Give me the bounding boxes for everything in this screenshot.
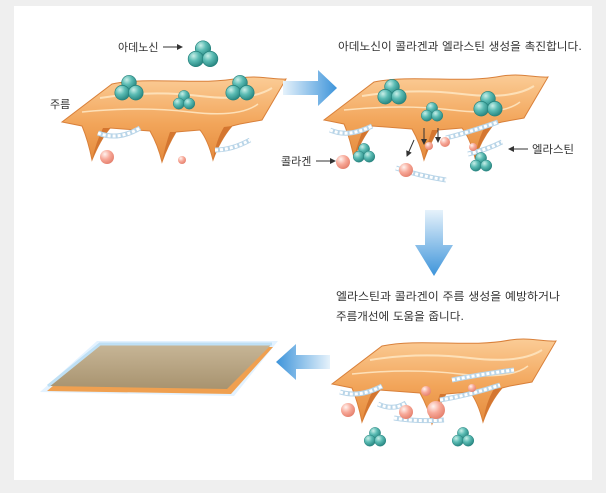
wrinkle-label: 주름 [50,98,70,111]
collagen-sphere [421,386,431,396]
collagen-sphere [100,150,114,164]
step2-caption-line1: 엘라스틴과 콜라겐이 주름 생성을 예방하거나 [336,289,560,303]
collagen-sphere [469,143,477,151]
collagen-sphere [440,137,450,147]
collagen-sphere [399,163,413,177]
collagen-sphere [178,156,186,164]
collagen-sphere [468,384,476,392]
step2-caption-line2: 주름개선에 도움을 줍니다. [336,310,464,323]
step1-caption: 아데노신이 콜라겐과 엘라스틴 생성을 촉진합니다. [338,40,582,53]
collagen-sphere [399,405,413,419]
collagen-label: 콜라겐 [281,155,311,168]
elastin-label: 엘라스틴 [532,143,574,156]
collagen-sphere [336,155,350,169]
adenosine-label: 아데노신 [118,41,158,54]
collagen-sphere [341,403,355,417]
collagen-sphere [427,401,445,419]
collagen-sphere [425,142,433,150]
